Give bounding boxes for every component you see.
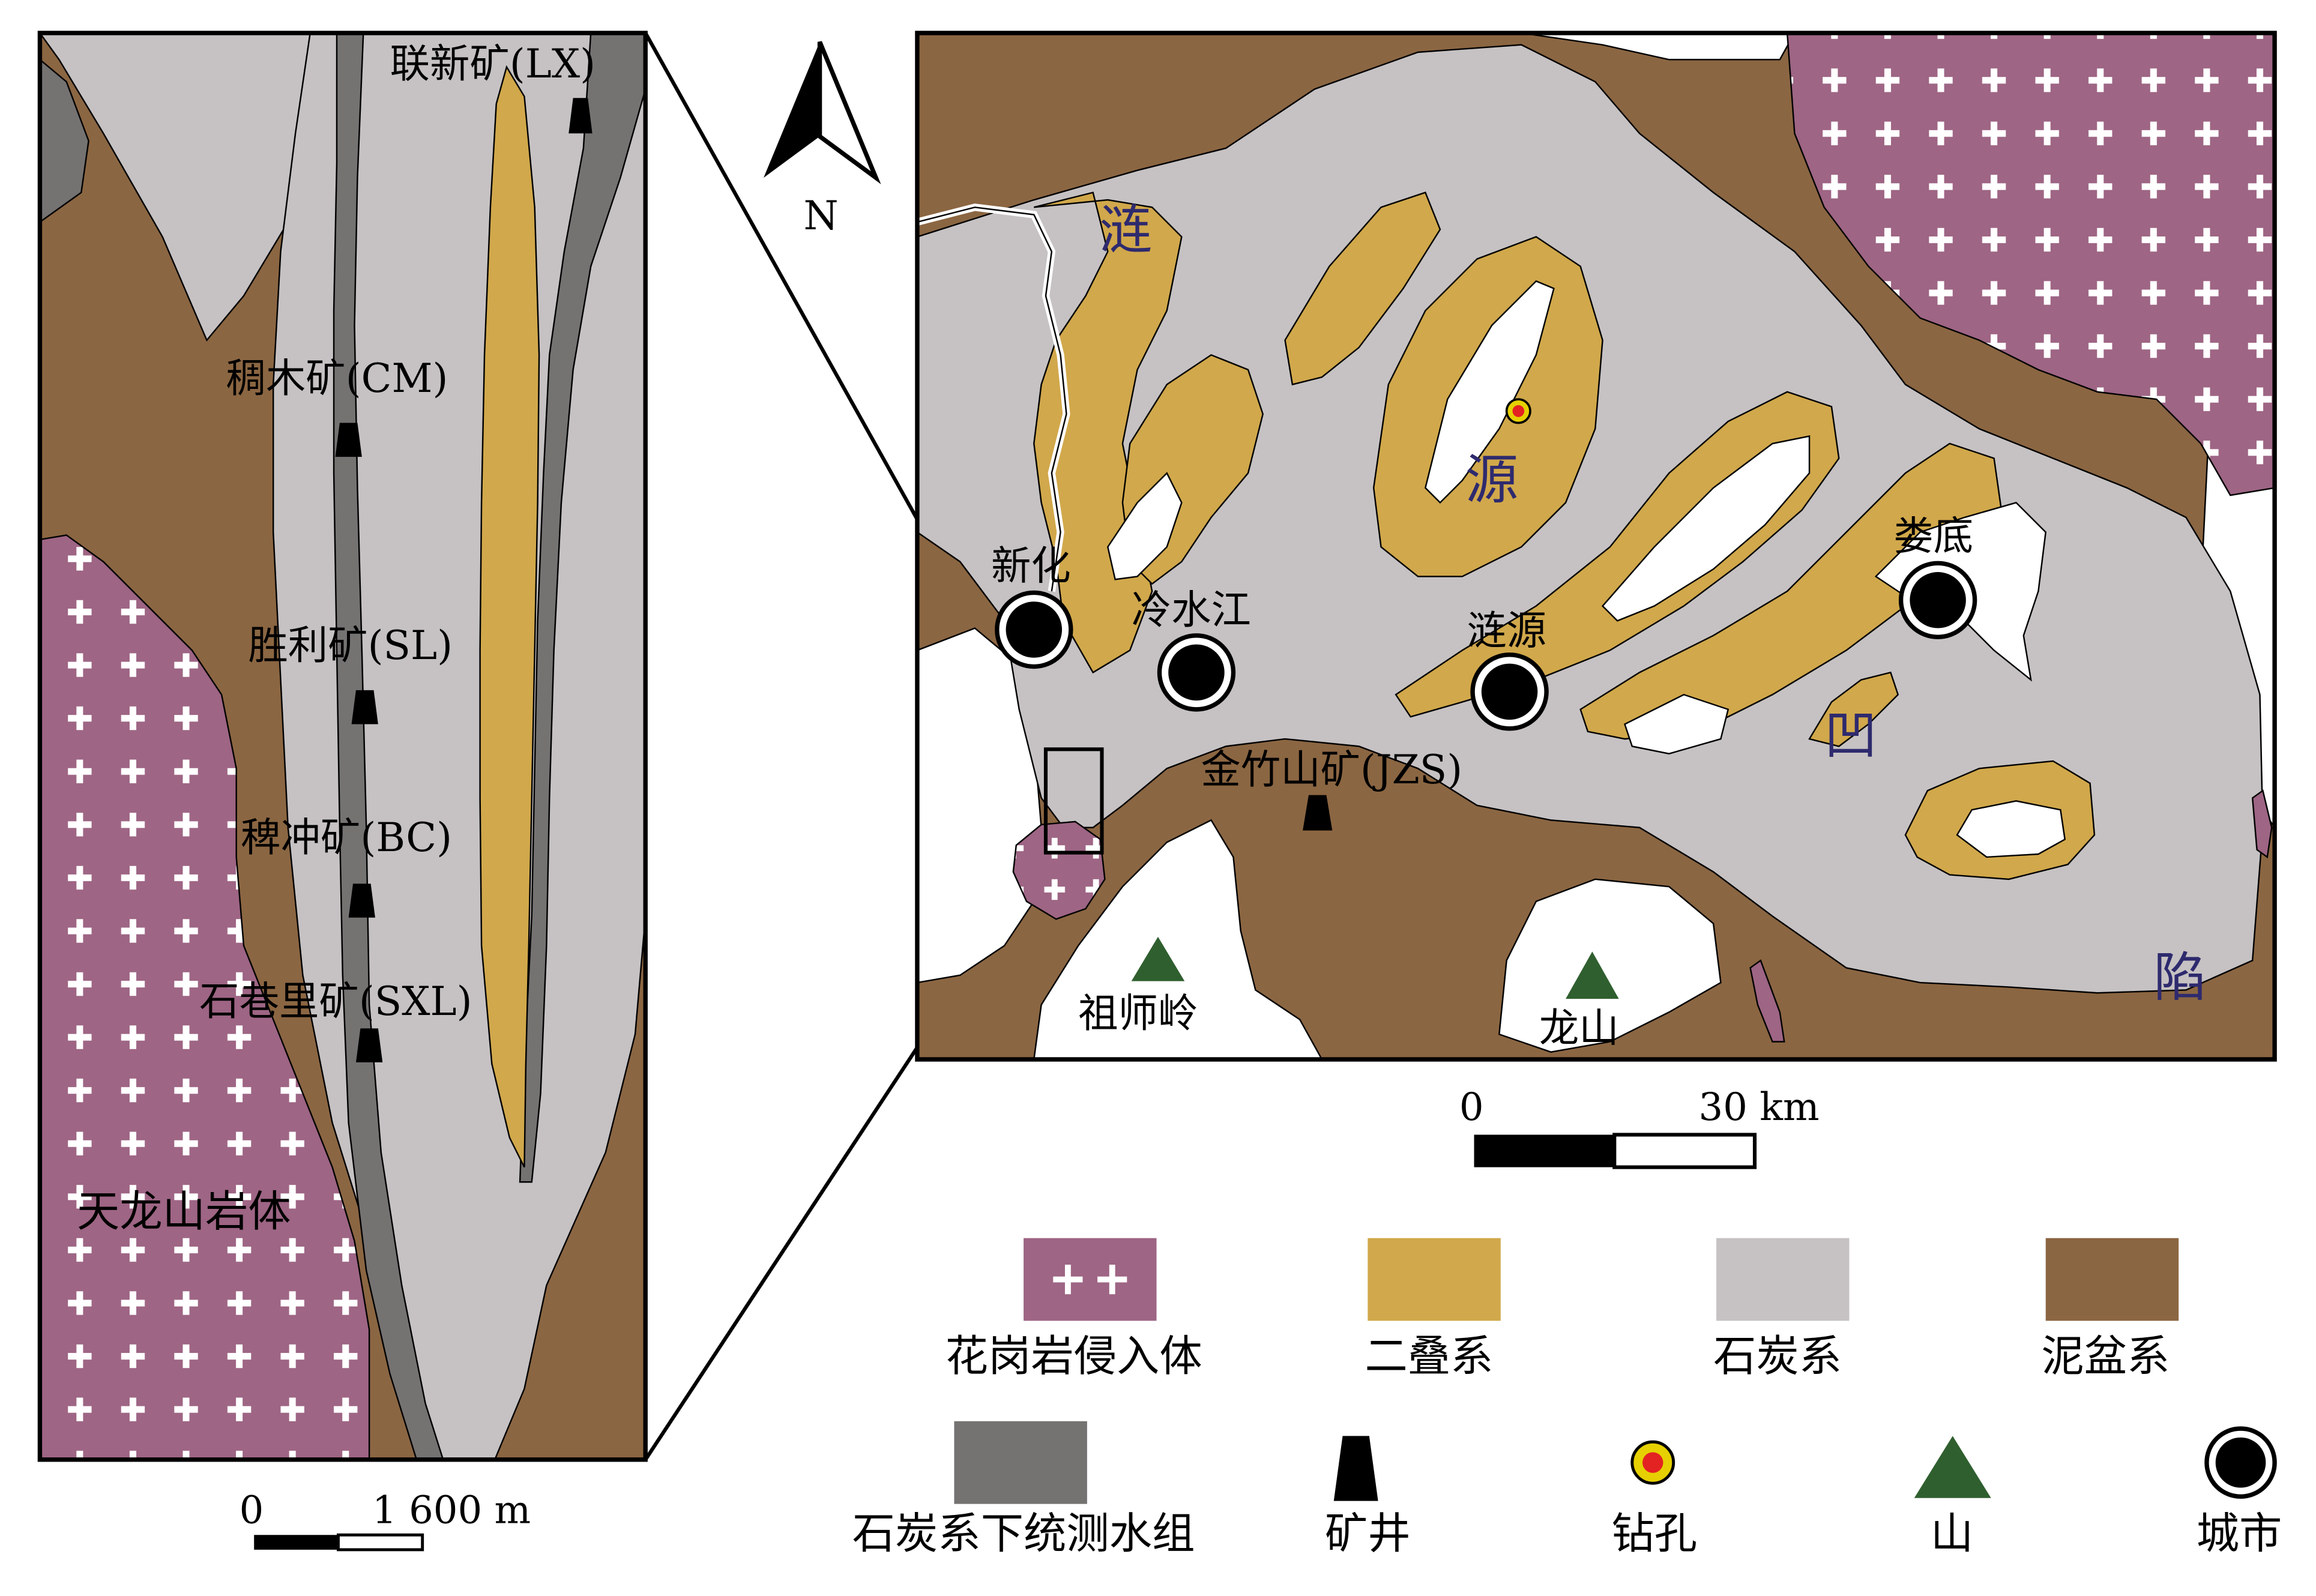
inlier-white-1 [1424, 280, 1555, 504]
detail-scale-start: 0 [240, 1489, 264, 1533]
permian-body-1 [1033, 191, 1183, 674]
drill-hole-icon [1505, 398, 1531, 424]
city-label-loudi: 娄底 [1893, 513, 1973, 559]
detail-ceshui-belt-east [519, 32, 646, 1183]
granite-cross-icon [1053, 1265, 1127, 1295]
basin-char-yuan: 源 [1465, 449, 1519, 511]
regional-map: 涟 源 凹 陷 新化 冷水江 涟源 娄底 金竹山矿 [915, 31, 2277, 1169]
city-label-lengshuijiang: 冷水江 [1132, 586, 1251, 633]
legend-label: 花岗岩侵入体 [945, 1331, 1202, 1381]
mine-shaft-icon [351, 690, 378, 724]
mine-shaft-icon [1303, 795, 1333, 831]
mountain-label-longshan: 龙山 [1539, 1004, 1619, 1051]
detail-scale-bar-light [336, 1533, 424, 1552]
pluton-label: 天龙山岩体 [77, 1187, 291, 1236]
detail-ceshui-sliver-left [40, 58, 89, 223]
regional-scale-start: 0 [1459, 1085, 1484, 1130]
regional-map-frame [915, 31, 2277, 1062]
city-label-xinhua: 新化 [991, 542, 1071, 589]
legend-item-mountain: 山 [1914, 1436, 1991, 1558]
regional-scale-end: 30 km [1699, 1085, 1820, 1130]
city-icon [1898, 561, 1977, 640]
granite-pattern [1024, 1238, 1157, 1321]
granite-sliver-east [2251, 789, 2273, 859]
legend-item-mine: 矿井 [1325, 1436, 1411, 1558]
mine-label-sl: 胜利矿(SL) [248, 622, 453, 669]
regional-scale-bar-dark [1474, 1134, 1615, 1167]
basin-char-xian: 陷 [2153, 947, 2207, 1008]
legend-label: 泥盆系 [2041, 1331, 2170, 1381]
legend-item-ceshui: 石炭系下统测水组 [852, 1421, 1195, 1558]
legend-label: 石炭系下统测水组 [852, 1508, 1195, 1558]
regional-scale-bar-light [1612, 1133, 1757, 1169]
mine-label-bc: 稗冲矿(BC) [241, 814, 452, 861]
mine-shaft-icon [348, 884, 375, 918]
legend-label: 石炭系 [1713, 1331, 1842, 1381]
legend: 花岗岩侵入体 二叠系 石炭系 泥盆系 石炭系下统测水组 矿井 钻孔 [852, 1238, 2282, 1558]
legend-item-city: 城市 [2197, 1426, 2282, 1558]
study-area-box [1043, 747, 1104, 855]
detail-permian-lens [479, 65, 540, 1168]
north-arrow-icon: N [764, 41, 881, 239]
legend-item-devonian: 泥盆系 [2041, 1238, 2179, 1381]
mine-shaft-icon [355, 1028, 383, 1062]
legend-label: 城市 [2197, 1508, 2282, 1558]
basin-char-lian: 涟 [1099, 199, 1153, 261]
mine-shaft-icon [335, 423, 362, 457]
color-swatch [2045, 1238, 2179, 1321]
granite-northeast [1786, 32, 2275, 496]
detail-scale-bar-dark [254, 1535, 339, 1550]
river-outline [917, 206, 1067, 592]
legend-item-granite: 花岗岩侵入体 [945, 1238, 1202, 1381]
city-icon [1157, 633, 1236, 712]
mine-shaft-icon [568, 98, 593, 134]
legend-item-drill: 钻孔 [1611, 1440, 1697, 1558]
legend-label: 山 [1931, 1508, 1973, 1558]
detail-scale-end: 1 600 m [372, 1489, 531, 1533]
granite-sliver-south [1749, 959, 1785, 1043]
legend-item-carboniferous: 石炭系 [1713, 1238, 1850, 1381]
basin-char-ao: 凹 [1824, 705, 1878, 766]
north-label: N [803, 192, 838, 239]
mountain-icon [1914, 1436, 1991, 1498]
legend-item-permian: 二叠系 [1365, 1238, 1501, 1381]
detail-map: 联新矿(LX) 稠木矿(CM) 胜利矿(SL) 稗冲矿(BC) 石巷里矿(SXL… [37, 31, 648, 1552]
legend-label: 钻孔 [1611, 1508, 1697, 1558]
quaternary-zushiling [1033, 819, 1323, 1060]
mine-label-jzs: 金竹山矿(JZS) [1201, 746, 1462, 793]
color-swatch [954, 1421, 1087, 1504]
mountain-icon [1566, 951, 1619, 999]
permian-body-3 [1284, 191, 1441, 386]
detail-map-frame [37, 31, 648, 1462]
detail-granite-pluton [40, 534, 370, 1460]
city-icon [995, 590, 1073, 669]
mine-label-sxl: 石巷里矿(SXL) [199, 978, 472, 1025]
color-swatch [1716, 1238, 1850, 1321]
legend-label: 二叠系 [1365, 1331, 1493, 1381]
city-label-lianyuan: 涟源 [1467, 607, 1546, 654]
granite-southwest [1012, 821, 1106, 920]
legend-label: 矿井 [1325, 1508, 1411, 1558]
quaternary-top-center [1521, 32, 1796, 61]
inlier-white-6 [1107, 472, 1183, 580]
mine-label-cm: 稠木矿(CM) [226, 355, 448, 402]
inlier-white-2 [1601, 435, 1811, 622]
mountain-label-zushiling: 祖师岭 [1078, 990, 1198, 1037]
quaternary-longshan [1498, 878, 1722, 1053]
permian-body-7 [1808, 671, 1899, 747]
mine-label-lx: 联新矿(LX) [390, 40, 596, 87]
mountain-icon [1131, 936, 1185, 981]
inlier-white-3 [1624, 693, 1729, 754]
inlier-white-5 [1956, 800, 2066, 858]
mine-shaft-icon [1333, 1436, 1378, 1501]
color-swatch [1368, 1238, 1501, 1321]
city-icon [1470, 652, 1549, 731]
